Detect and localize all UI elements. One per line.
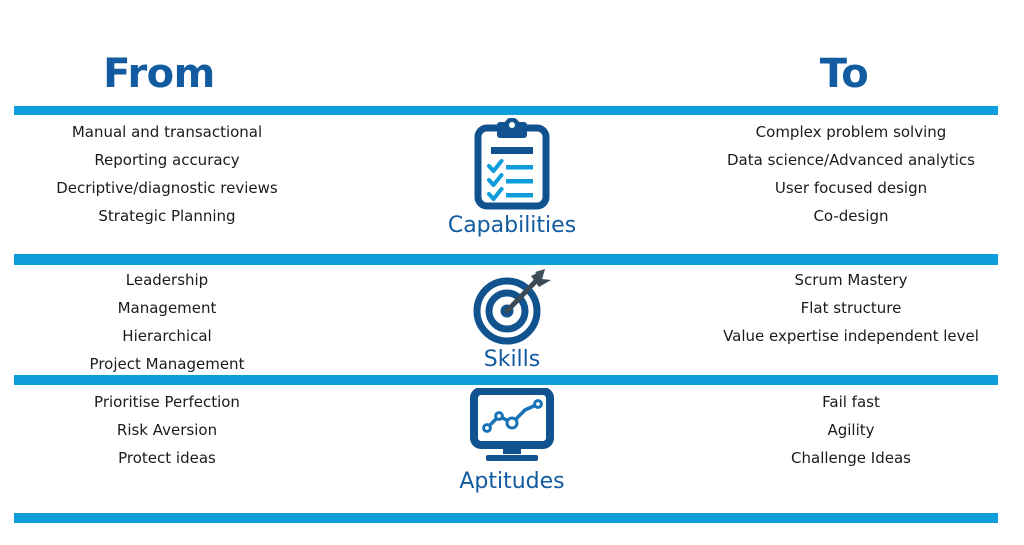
divider-bar-top [14,106,998,115]
list-item: Challenge Ideas [791,449,911,467]
list-item: User focused design [774,179,928,197]
clipboard-checklist-icon [473,118,551,210]
list-item: Flat structure [800,299,902,317]
page-title-to: To [819,51,869,97]
list-item: Complex problem solving [755,123,947,141]
category-label-aptitudes: Aptitudes [459,469,565,494]
category-skills: Skills [320,266,704,374]
divider-bar-bottom [14,513,998,523]
from-list-capabilities: Manual and transactional Reporting accur… [0,118,320,230]
list-item: Data science/Advanced analytics [727,151,975,169]
divider-bar-skills-aptitudes [14,375,998,385]
list-item: Prioritise Perfection [94,393,240,411]
list-item: Co-design [813,207,889,225]
category-label-skills: Skills [483,347,541,372]
column-headers: From To [0,48,1024,106]
list-item: Agility [827,421,875,439]
list-item: Management [117,299,217,317]
list-item: Scrum Mastery [794,271,908,289]
list-item: Fail fast [822,393,880,411]
category-label-capabilities: Capabilities [447,213,577,238]
to-list-skills: Scrum Mastery Flat structure Value exper… [704,266,1024,350]
page-title-from: From [103,51,215,97]
table-row-capabilities: Manual and transactional Reporting accur… [0,118,1024,252]
to-list-capabilities: Complex problem solving Data science/Adv… [704,118,1024,230]
list-item: Leadership [125,271,209,289]
list-item: Value expertise independent level [723,327,979,345]
list-item: Project Management [89,355,245,373]
target-arrow-icon [469,266,555,346]
divider-bar-capabilities-skills [14,254,998,265]
from-list-skills: Leadership Management Hierarchical Proje… [0,266,320,378]
list-item: Manual and transactional [71,123,263,141]
table-row-skills: Leadership Management Hierarchical Proje… [0,266,1024,374]
monitor-line-chart-icon [468,388,556,464]
table-row-aptitudes: Prioritise Perfection Risk Aversion Prot… [0,388,1024,512]
list-item: Strategic Planning [98,207,236,225]
list-item: Decriptive/diagnostic reviews [56,179,278,197]
to-list-aptitudes: Fail fast Agility Challenge Ideas [704,388,1024,472]
category-capabilities: Capabilities [320,118,704,240]
list-item: Hierarchical [122,327,212,345]
list-item: Reporting accuracy [94,151,240,169]
category-aptitudes: Aptitudes [320,388,704,496]
from-list-aptitudes: Prioritise Perfection Risk Aversion Prot… [0,388,320,472]
list-item: Risk Aversion [116,421,218,439]
list-item: Protect ideas [118,449,216,467]
